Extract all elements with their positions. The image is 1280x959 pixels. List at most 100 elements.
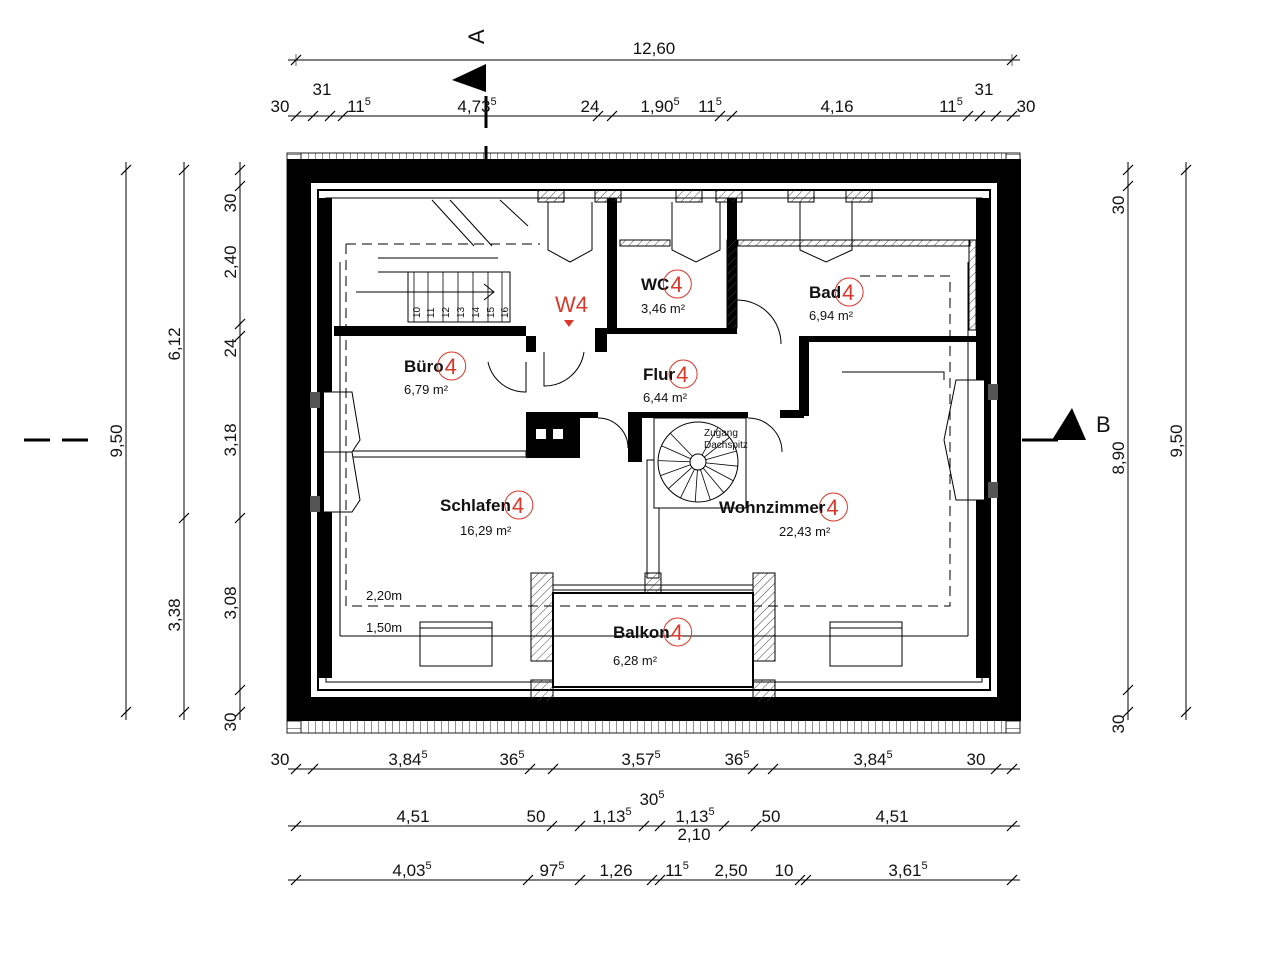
dimension-label: 115: [939, 96, 963, 116]
room-name-buero: Büro: [404, 357, 444, 376]
dimension-label: 3,845: [853, 749, 892, 769]
stair-step-number: 15: [486, 306, 497, 318]
dimension-label: 365: [499, 749, 524, 769]
skylights: [419, 621, 903, 667]
dimension-label: 115: [698, 96, 722, 116]
window-marker-label: W4: [555, 292, 588, 317]
dimension-label: 30: [1109, 196, 1128, 215]
room-badge-circle: [663, 617, 693, 647]
dimension-label: 1,135: [592, 806, 631, 826]
room-badge-circle: [437, 351, 467, 381]
room-badge-flur: 4: [676, 362, 688, 387]
stair-step-number: 16: [500, 306, 511, 318]
dimension-label: 6,12: [165, 327, 184, 360]
room-area-flur: 6,44 m²: [643, 390, 688, 405]
dimension-label: 30: [1109, 715, 1128, 734]
dimension-label: 3,18: [221, 423, 240, 456]
room-badge-buero: 4: [445, 354, 457, 379]
section-label-a: A: [464, 29, 489, 44]
height-lines: [339, 243, 969, 637]
dimension-label: 3,38: [165, 598, 184, 631]
stair-step-number: 10: [412, 306, 423, 318]
dimension-label: 12,60: [633, 39, 676, 58]
section-marker-a: A: [452, 29, 489, 164]
room-area-bad: 6,94 m²: [809, 308, 854, 323]
room-area-wohnen: 22,43 m²: [779, 524, 831, 539]
stair-step-number: 13: [456, 306, 467, 318]
room-area-schlafen: 16,29 m²: [460, 523, 512, 538]
dimension-label: 31: [975, 80, 994, 99]
stair-step-number: 11: [426, 307, 437, 318]
dimension-label: 31: [313, 80, 332, 99]
stair-note: Zugang Dachspitz: [704, 428, 748, 451]
room-badge-bad: 4: [842, 280, 854, 305]
dimension-label: 30: [1017, 97, 1036, 116]
height-label-220: 2,20m: [366, 588, 402, 603]
dimension-label: 9,50: [107, 424, 126, 457]
room-name-flur: Flur: [643, 365, 675, 384]
dimension-label: 4,16: [820, 97, 853, 116]
stair-step-number: 14: [471, 306, 482, 318]
dimension-label: 50: [762, 807, 781, 826]
dimension-label: 115: [665, 860, 689, 880]
dimension-label: 115: [347, 96, 371, 116]
side-dormers: [310, 371, 998, 513]
room-badge-schlafen: 4: [512, 493, 524, 518]
room-badge-wohnen: 4: [826, 495, 838, 520]
dimension-label: 2,40: [221, 245, 240, 278]
dimension-label: 4,51: [396, 807, 429, 826]
room-name-schlafen: Schlafen: [440, 496, 511, 515]
dimension-label: 1,905: [640, 96, 679, 116]
dimension-label: 975: [539, 860, 564, 880]
dimension-label: 30: [271, 750, 290, 769]
stair-step-number: 12: [441, 306, 452, 318]
room-badge-circle: [504, 490, 534, 520]
dimension-label: 2,50: [714, 861, 747, 880]
room-badge-balkon: 4: [671, 620, 683, 645]
dimension-label: 305: [639, 789, 664, 809]
section-marker-b: B: [24, 408, 1111, 442]
dimension-label: 24: [221, 339, 240, 358]
room-name-wohnen: Wohnzimmer: [719, 498, 826, 517]
room-badge-circle: [662, 269, 692, 299]
dimension-label: 4,035: [392, 860, 431, 880]
room-name-balkon: Balkon: [613, 623, 670, 642]
room-name-wc: WC: [641, 275, 669, 294]
room-area-wc: 3,46 m²: [641, 301, 686, 316]
dimension-label: 3,845: [388, 749, 427, 769]
balcony: [530, 572, 776, 703]
dimension-label: 3,08: [221, 586, 240, 619]
dimension-label: 9,50: [1167, 424, 1186, 457]
dimension-label: 30: [271, 97, 290, 116]
dimension-label: 365: [724, 749, 749, 769]
room-badge-circle: [818, 492, 848, 522]
dimension-label: 50: [527, 807, 546, 826]
dimension-label: 30: [221, 713, 240, 732]
stair-note-line-2: Dachspitz: [704, 440, 748, 451]
dimension-label: 1,135: [675, 806, 714, 826]
spiral-stair: [653, 417, 747, 509]
dimension-label: 30: [221, 194, 240, 213]
room-area-buero: 6,79 m²: [404, 382, 449, 397]
section-label-b: B: [1096, 412, 1111, 437]
dimension-label: 30: [967, 750, 986, 769]
window-marker-w4: W4: [555, 292, 588, 327]
room-area-balkon: 6,28 m²: [613, 653, 658, 668]
height-label-150: 1,50m: [366, 620, 402, 635]
dimension-label: 8,90: [1109, 441, 1128, 474]
door-swings: [487, 299, 783, 453]
dimension-label: 3,575: [621, 749, 660, 769]
room-badge-wc: 4: [670, 272, 682, 297]
dimension-label: 10: [775, 861, 794, 880]
room-badge-circle: [834, 277, 864, 307]
dimension-label: 1,26: [599, 861, 632, 880]
top-dormer-blocks: [537, 189, 977, 331]
room-name-bad: Bad: [809, 283, 841, 302]
dimension-label: 24: [581, 97, 600, 116]
stair-note-line-1: Zugang: [704, 428, 738, 439]
dimension-label: 2,10: [677, 825, 710, 844]
